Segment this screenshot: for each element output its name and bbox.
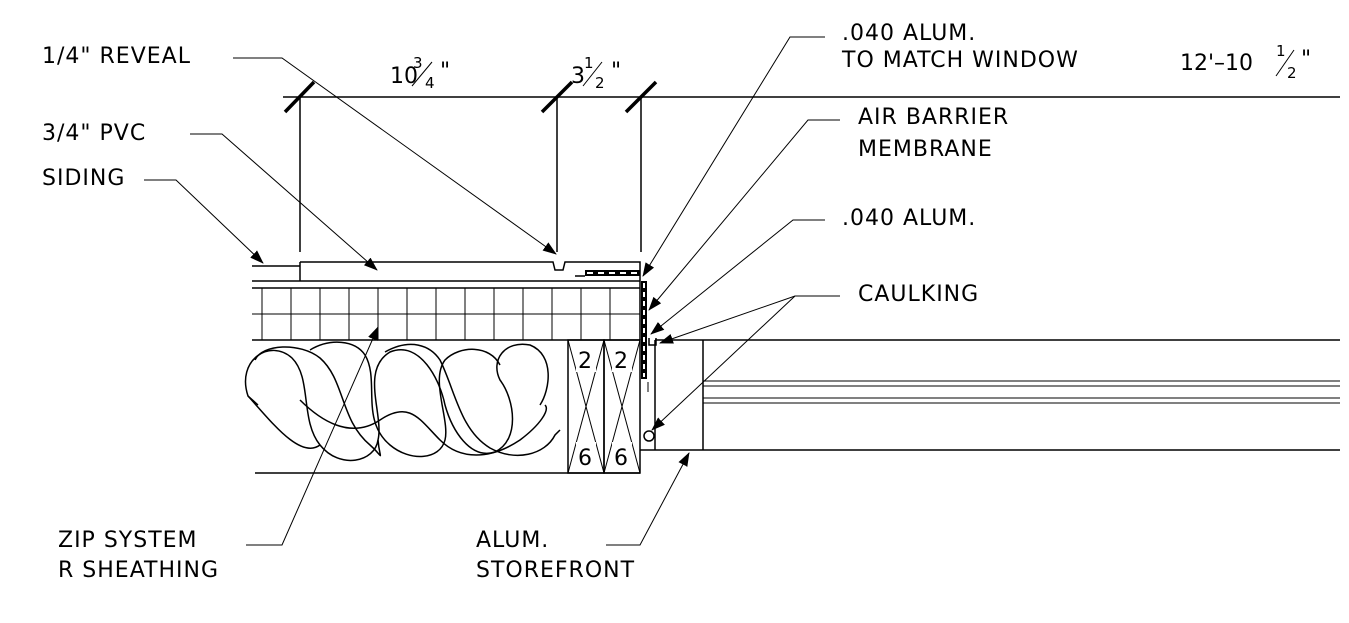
stud-label-6-right: 6 [614,446,628,471]
callout-alum-to-match-window: .040 ALUM. TO MATCH WINDOW [642,21,1079,277]
callout-zip-system: ZIP SYSTEM R SHEATHING [58,326,379,583]
callout-alum-storefront: ALUM. STOREFRONT [476,452,690,583]
storefront-frame [654,339,1340,451]
svg-text:AIR BARRIER: AIR BARRIER [858,105,1009,130]
svg-text:ALUM.: ALUM. [476,528,549,553]
svg-text:3: 3 [571,64,585,89]
callout-alum: .040 ALUM. [650,206,976,335]
svg-text:2: 2 [1287,64,1297,82]
batt-insulation [244,341,640,474]
stud-right [603,339,641,474]
svg-text:TO MATCH WINDOW: TO MATCH WINDOW [841,48,1079,73]
svg-text:R SHEATHING: R SHEATHING [58,558,219,583]
svg-text:ZIP SYSTEM: ZIP SYSTEM [58,528,198,553]
svg-text:SIDING: SIDING [42,166,125,191]
callout-caulking: CAULKING [651,282,979,431]
svg-text:.040 ALUM.: .040 ALUM. [842,206,976,231]
stud-label-2-right: 2 [614,349,628,374]
stud-label-6-left: 6 [578,446,592,471]
dimension-12-10-1-2: 12'–10 1 2 " [1180,42,1311,82]
svg-text:1: 1 [1276,42,1286,60]
jamb-flashing [640,281,657,451]
dimension-10-3-4: 10 3 4 " [390,54,450,92]
svg-text:": " [440,59,450,84]
dimension-3-1-2: 3 1 2 " [571,54,621,92]
svg-text:3: 3 [413,54,423,72]
svg-text:2: 2 [595,74,605,92]
zip-sheathing [252,281,641,341]
svg-text:3/4" PVC: 3/4" PVC [42,121,146,146]
svg-text:": " [611,59,621,84]
siding-and-pvc-trim [252,261,641,282]
svg-text:1: 1 [584,54,594,72]
callout-pvc: 3/4" PVC [42,121,378,271]
svg-text:STOREFRONT: STOREFRONT [476,558,635,583]
caulk-bead-icon [643,430,655,442]
svg-text:12'–10: 12'–10 [1180,51,1253,76]
svg-text:1/4" REVEAL: 1/4" REVEAL [42,44,191,69]
callout-air-barrier-membrane: AIR BARRIER MEMBRANE [648,105,1009,311]
svg-text:4: 4 [425,74,435,92]
svg-text:.040 ALUM.: .040 ALUM. [842,21,976,46]
svg-text:MEMBRANE: MEMBRANE [858,137,993,162]
callout-siding: SIDING [42,166,264,264]
svg-text:CAULKING: CAULKING [858,282,979,307]
svg-text:": " [1301,47,1311,72]
stud-label-2-left: 2 [578,349,592,374]
dimension-lines [283,80,1340,252]
callout-reveal: 1/4" REVEAL [42,44,557,255]
